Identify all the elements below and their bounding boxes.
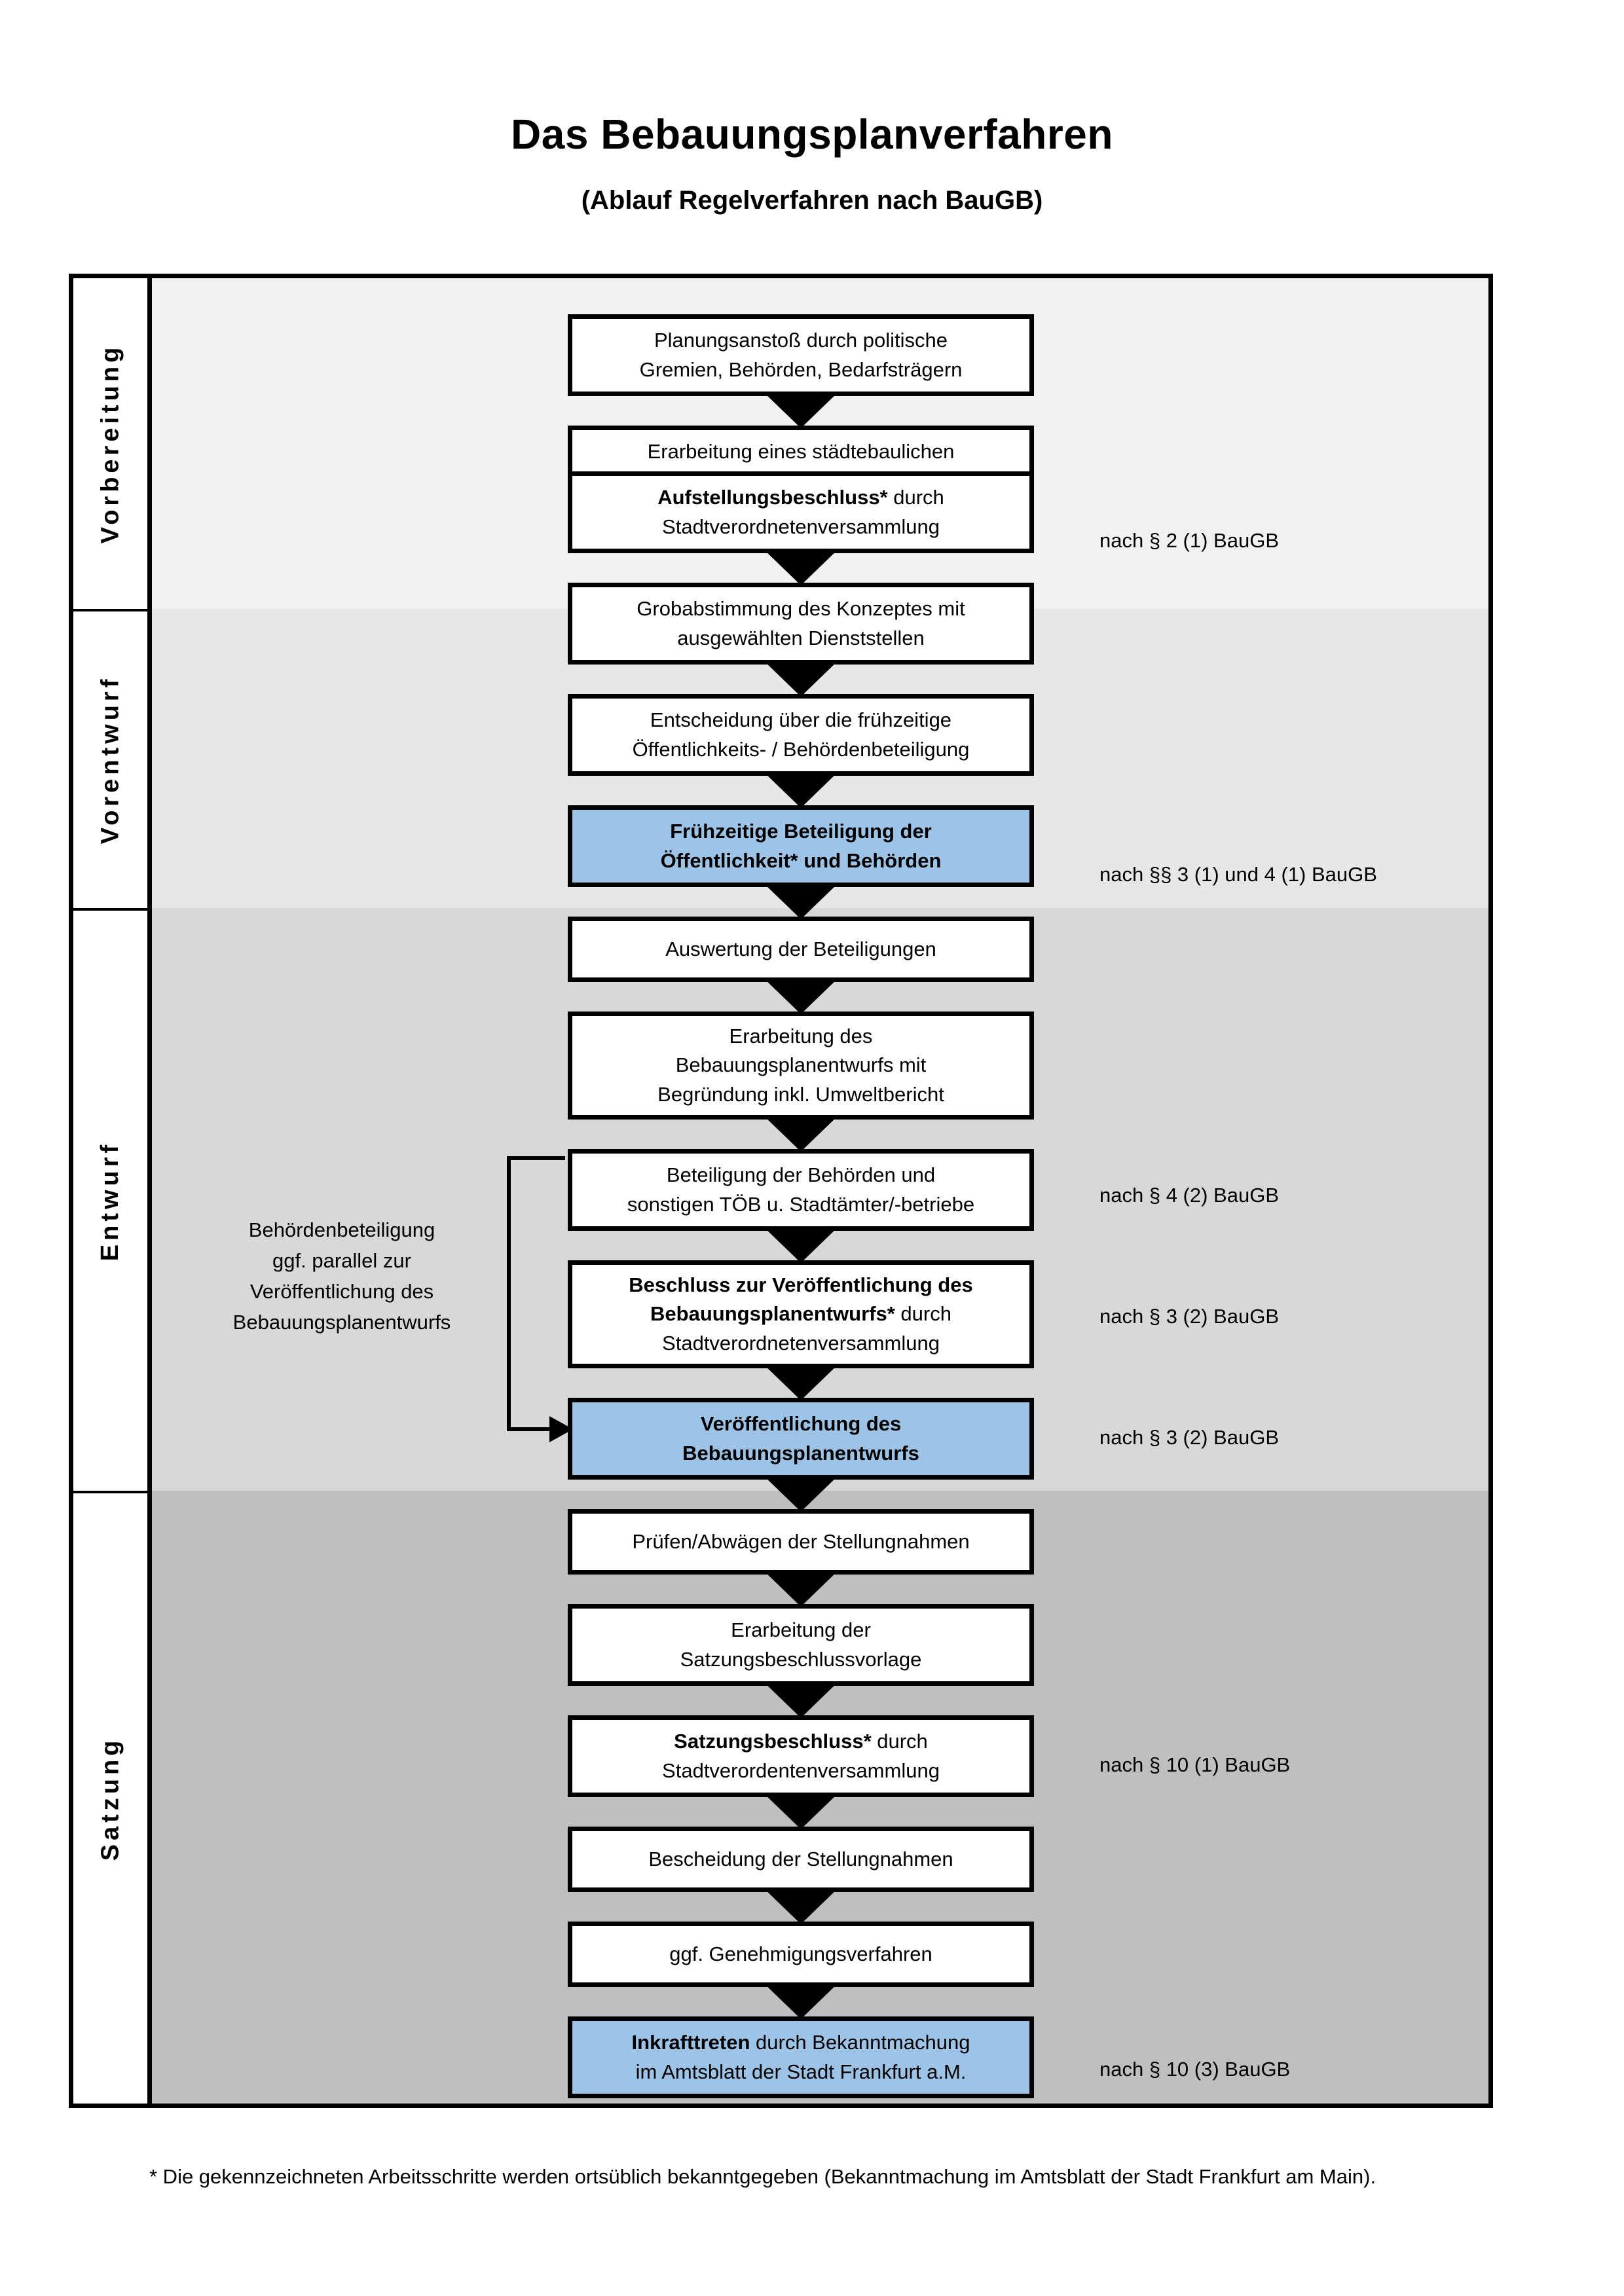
phase-label-text: Vorentwurf — [96, 675, 124, 845]
flow-arrow-icon — [763, 660, 839, 697]
diagram-frame: Vorbereitung Vorentwurf Entwurf Satzung … — [69, 274, 1493, 2108]
flow-arrow-icon — [763, 1982, 839, 2019]
flow-arrow-icon — [763, 977, 839, 1014]
flow-arrow-icon — [763, 1793, 839, 1829]
flow-arrow-icon — [763, 1226, 839, 1263]
reference-fruehzeitige-beteiligung: nach §§ 3 (1) und 4 (1) BauGB — [1099, 863, 1377, 886]
step-text: ggf. Genehmigungsverfahren — [669, 1942, 932, 1965]
page-subtitle: (Ablauf Regelverfahren nach BauGB) — [581, 186, 1043, 215]
connector-arrowhead — [549, 1416, 568, 1442]
step-aufstellungsbeschluss[interactable]: Aufstellungsbeschluss* Aufstellungsbesch… — [568, 471, 1034, 553]
reference-aufstellungsbeschluss: nach § 2 (1) BauGB — [1099, 529, 1279, 552]
flow-arrow-icon — [763, 392, 839, 428]
step-bescheidung[interactable]: Bescheidung der Stellungnahmen — [568, 1827, 1034, 1892]
phase-label-vorbereitung: Vorbereitung — [73, 278, 147, 609]
phase-label-text: Satzung — [96, 1736, 124, 1861]
footnote: * Die gekennzeichneten Arbeitsschritte w… — [149, 2165, 1376, 2188]
side-note-behoerdenbeteiligung: Behördenbeteiligung ggf. parallel zur Ve… — [188, 1214, 496, 1338]
side-note-line: Veröffentlichung des — [249, 1280, 434, 1303]
page-title: Das Bebauungsplanverfahren — [511, 111, 1113, 158]
reference-inkrafttreten: nach § 10 (3) BauGB — [1099, 2058, 1291, 2081]
flow-arrow-icon — [763, 1681, 839, 1718]
phase-label-text: Vorbereitung — [96, 343, 124, 544]
flow-arrow-icon — [763, 549, 839, 585]
step-text: Prüfen/Abwägen der Stellungnahmen — [632, 1529, 970, 1553]
side-note-line: Behördenbeteiligung — [248, 1218, 435, 1241]
reference-satzungsbeschluss: nach § 10 (1) BauGB — [1099, 1753, 1291, 1776]
flow-arrow-icon — [763, 1364, 839, 1400]
side-note-line: Bebauungsplanentwurfs — [232, 1311, 451, 1334]
phase-rail: Vorbereitung Vorentwurf Entwurf Satzung — [73, 278, 152, 2104]
step-pruefen-abwaegen[interactable]: Prüfen/Abwägen der Stellungnahmen — [568, 1509, 1034, 1575]
flow-arrow-icon — [763, 771, 839, 808]
phase-label-satzung: Satzung — [73, 1491, 147, 2104]
feedback-connector — [507, 1156, 568, 1442]
reference-veroeffentlichung-entwurf: nach § 3 (2) BauGB — [1099, 1426, 1279, 1449]
step-genehmigungsverfahren[interactable]: ggf. Genehmigungsverfahren — [568, 1922, 1034, 1987]
title-block: Das Bebauungsplanverfahren (Ablauf Regel… — [0, 111, 1624, 215]
flow-arrow-icon — [763, 1570, 839, 1607]
flow-arrow-icon — [763, 1115, 839, 1152]
flow-arrow-icon — [763, 883, 839, 919]
reference-beteiligung-behoerden: nach § 4 (2) BauGB — [1099, 1184, 1279, 1207]
phase-label-entwurf: Entwurf — [73, 908, 147, 1491]
step-text: Aufstellungsbeschluss* Aufstellungsbesch… — [657, 486, 944, 538]
flow-arrow-icon — [763, 1887, 839, 1924]
step-text: Bescheidung der Stellungnahmen — [648, 1847, 953, 1870]
flow-arrow-icon — [763, 1475, 839, 1512]
phase-label-text: Entwurf — [96, 1140, 124, 1261]
side-note-line: ggf. parallel zur — [272, 1249, 411, 1273]
reference-beschluss-veroeffentlichung: nach § 3 (2) BauGB — [1099, 1305, 1279, 1328]
phase-label-vorentwurf: Vorentwurf — [73, 609, 147, 908]
step-auswertung-beteiligungen[interactable]: Auswertung der Beteiligungen — [568, 917, 1034, 982]
step-text: Auswertung der Beteiligungen — [665, 937, 936, 960]
